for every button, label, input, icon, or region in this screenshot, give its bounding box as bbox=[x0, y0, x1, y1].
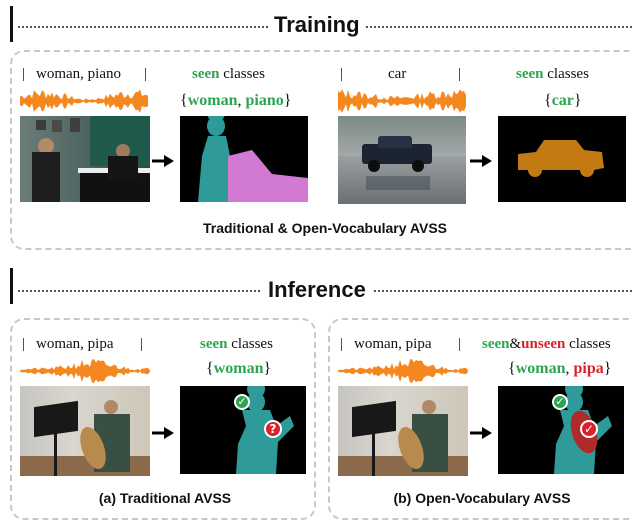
inference-right-heading: seen&unseen classes bbox=[482, 336, 611, 352]
right-arrow-icon bbox=[470, 427, 492, 439]
training-seen2-set: {car} bbox=[544, 92, 582, 109]
inference-traditional-panel bbox=[10, 318, 316, 520]
inference-left-seen-set: {woman} bbox=[206, 360, 272, 377]
audio-waveform-icon bbox=[338, 89, 466, 113]
training-seen1-heading: seen classes bbox=[192, 66, 265, 82]
inference-left-caption: (a) Traditional AVSS bbox=[98, 490, 232, 506]
training-caption: Traditional & Open-Vocabulary AVSS bbox=[202, 220, 447, 236]
inference-left-mask: ✓ ? bbox=[180, 386, 306, 474]
inference-right-set: {woman, pipa} bbox=[508, 360, 612, 377]
check-icon: ✓ bbox=[234, 394, 250, 410]
inference-left-bar bbox=[10, 268, 13, 304]
inference-open-vocab-panel bbox=[328, 318, 632, 520]
training-photo-car bbox=[338, 116, 466, 204]
training-seen2-heading: seen classes bbox=[516, 66, 589, 82]
training-panel bbox=[10, 50, 632, 250]
inference-title: Inference bbox=[262, 277, 372, 303]
inference-right-photo-woman-pipa bbox=[338, 386, 468, 476]
training-mask-woman-piano bbox=[180, 116, 308, 202]
inference-left-photo-woman-pipa bbox=[20, 386, 150, 476]
inference-right-caption: (b) Open-Vocabulary AVSS bbox=[393, 490, 571, 506]
audio-waveform-icon bbox=[20, 359, 150, 383]
right-arrow-icon bbox=[470, 155, 492, 167]
check-icon: ✓ bbox=[580, 420, 598, 438]
training-photo-woman-piano bbox=[20, 116, 150, 202]
training-left-bar bbox=[10, 6, 13, 42]
training-mask-car bbox=[498, 116, 626, 202]
inference-left-seen-heading: seen classes bbox=[200, 336, 273, 352]
right-arrow-icon bbox=[152, 155, 174, 167]
check-icon: ✓ bbox=[552, 394, 568, 410]
mask-piano-shape bbox=[228, 150, 308, 202]
inference-right-mask: ✓ ✓ bbox=[498, 386, 624, 474]
mask-woman-shape bbox=[198, 116, 230, 202]
question-icon: ? bbox=[264, 420, 282, 438]
audio-waveform-icon bbox=[20, 89, 148, 113]
right-arrow-icon bbox=[152, 427, 174, 439]
mask-car-shape bbox=[518, 140, 604, 177]
training-seen1-set: {woman, piano} bbox=[180, 92, 292, 109]
audio-waveform-icon bbox=[338, 359, 468, 383]
training-title: Training bbox=[268, 12, 366, 38]
